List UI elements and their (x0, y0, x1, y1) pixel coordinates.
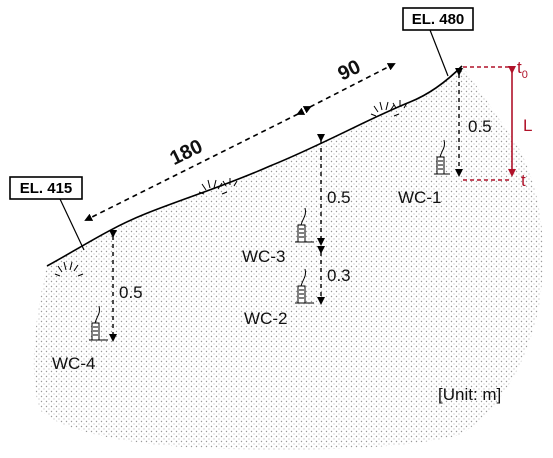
wc4-depth-label: 0.5 (119, 283, 143, 302)
sensor-wc3-label: WC-3 (242, 247, 285, 266)
length-lower-arrow (84, 107, 306, 221)
length-symbol-label: L (523, 116, 532, 135)
elevation-top-box: EL. 480 (402, 7, 474, 77)
sensor-wc2-label: WC-2 (244, 309, 287, 328)
wc1-depth-label: 0.5 (468, 117, 492, 136)
wc3-depth-label: 0.5 (327, 188, 351, 207)
length-upper-arrow (302, 63, 396, 114)
soil-body (33, 66, 544, 450)
length-lower-label: 180 (167, 135, 207, 169)
sensor-wc2-icon (295, 268, 314, 304)
elevation-top-label: EL. 480 (412, 11, 465, 28)
time-start-label: t0 (517, 58, 528, 81)
time-end-label: t (521, 171, 526, 190)
elevation-bottom-label: EL. 415 (20, 180, 73, 197)
sensor-wc1-label: WC-1 (398, 188, 441, 207)
elevation-bottom-box: EL. 415 (9, 176, 85, 251)
sensor-wc1-icon (434, 139, 450, 175)
sensor-wc4-icon (89, 305, 108, 341)
unit-note: [Unit: m] (438, 385, 501, 404)
wc2-depth-label: 0.3 (327, 266, 351, 285)
sensor-wc3-icon (295, 207, 314, 243)
sensor-wc4-label: WC-4 (52, 354, 95, 373)
